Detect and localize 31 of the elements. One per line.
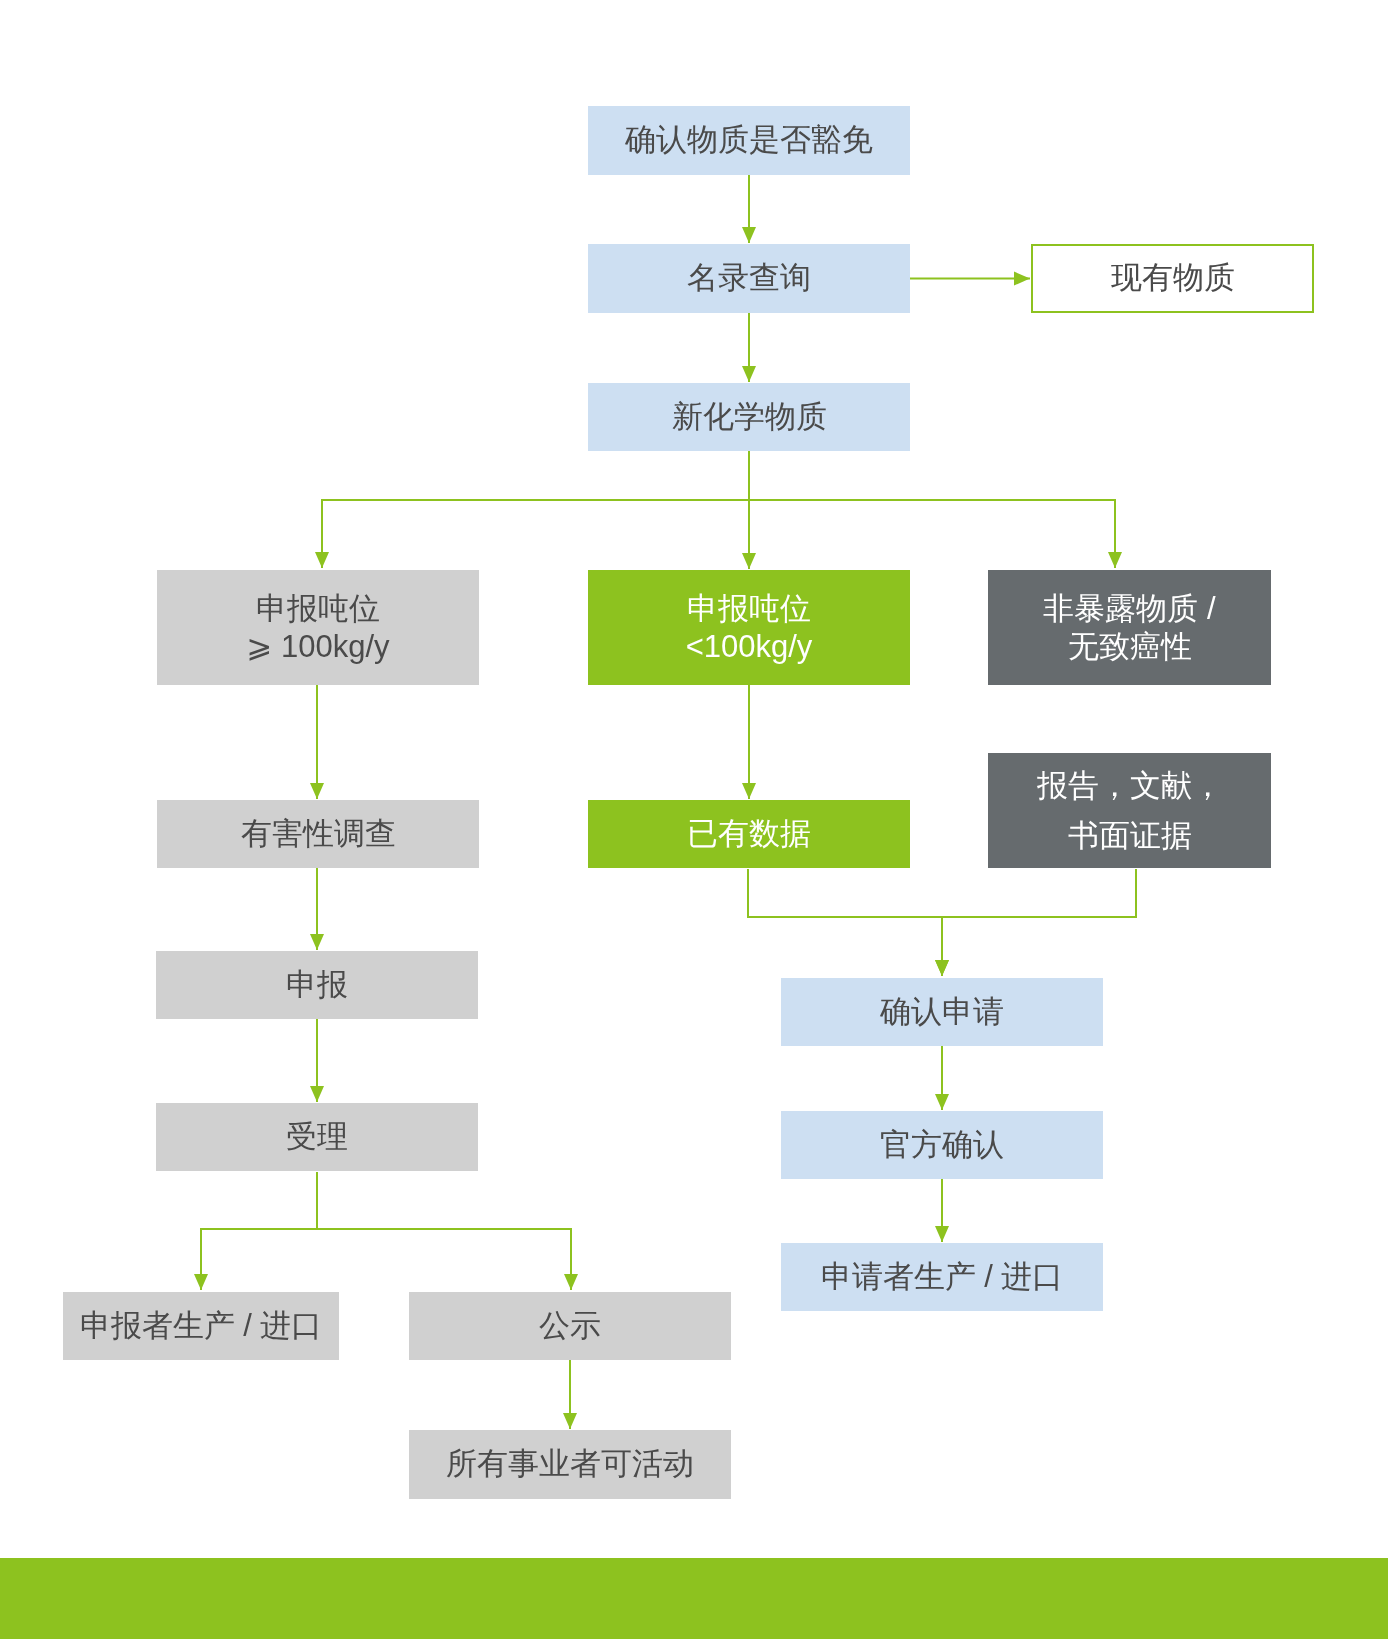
process-box: 有害性调查 [157, 800, 479, 868]
process-box: 受理 [156, 1103, 478, 1171]
process-box: 非暴露物质 / 无致癌性 [988, 570, 1271, 685]
process-box: 申报 [156, 951, 478, 1019]
arrow [310, 867, 324, 951]
arrow [563, 1359, 577, 1430]
process-box: 公示 [409, 1292, 731, 1360]
arrow [316, 1171, 578, 1291]
arrow [909, 271, 1031, 286]
arrow [310, 684, 324, 800]
arrow [742, 174, 756, 244]
process-box: 确认物质是否豁免 [588, 106, 910, 175]
outlined-box: 现有物质 [1031, 244, 1314, 313]
process-box: 已有数据 [588, 800, 910, 868]
process-box: 新化学物质 [588, 383, 910, 451]
process-box: 官方确认 [781, 1111, 1103, 1179]
arrow [742, 684, 756, 800]
process-box: 申请者生产 / 进口 [781, 1243, 1103, 1311]
process-box: 名录查询 [588, 244, 910, 313]
process-box: 报告，文献，书面证据 [988, 753, 1271, 868]
process-box: 确认申请 [781, 978, 1103, 1046]
arrow [935, 1045, 949, 1111]
process-box: 申报吨位 <100kg/y [588, 570, 910, 685]
arrow [935, 868, 1137, 977]
process-box: 申报者生产 / 进口 [63, 1292, 339, 1360]
process-box: 所有事业者可活动 [409, 1430, 731, 1499]
arrow [742, 312, 756, 383]
process-box: 申报吨位 ⩾ 100kg/y [157, 570, 479, 685]
arrow [742, 450, 756, 570]
arrow [935, 1178, 949, 1243]
arrow [310, 1018, 324, 1103]
